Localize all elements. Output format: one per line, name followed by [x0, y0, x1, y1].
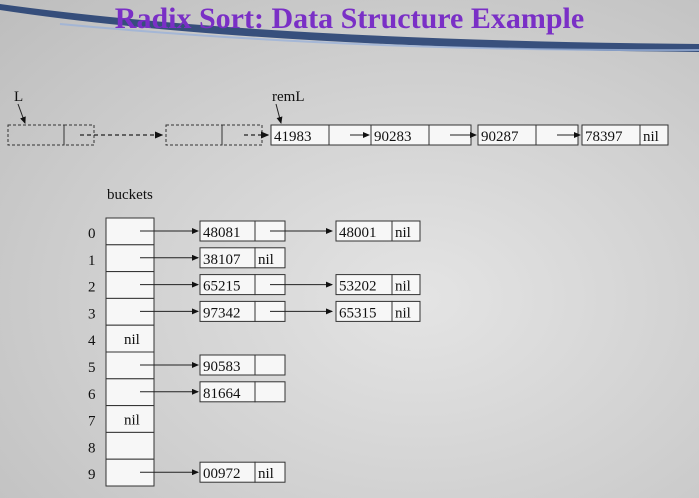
bucket-0-node-1-value: 48001	[339, 225, 377, 241]
buckets-label: buckets	[107, 187, 153, 203]
bucket-3-node-0-value: 97342	[203, 305, 241, 321]
bucket-index-2: 2	[88, 280, 96, 296]
list-head-pointer	[18, 104, 25, 123]
bucket-2-node-1-nil: nil	[395, 279, 411, 295]
list-node-3-value: 78397	[585, 129, 623, 145]
bucket-index-5: 5	[88, 360, 96, 376]
list-node-2-value: 90287	[481, 129, 519, 145]
bucket-3-node-1-value: 65315	[339, 305, 377, 321]
bucket-index-7: 7	[88, 414, 96, 430]
ghost-node-1-value	[8, 125, 64, 145]
bucket-5-node-0-pointer-cell	[255, 355, 285, 375]
bucket-index-3: 3	[88, 306, 96, 322]
list-node-0-value: 41983	[274, 129, 312, 145]
rem-list-pointer	[276, 104, 281, 123]
bucket-1-node-0-value: 38107	[203, 252, 241, 268]
list-head-label: L	[14, 89, 23, 105]
ghost-node-2-value	[166, 125, 222, 145]
bucket-3-node-1-nil: nil	[395, 305, 411, 321]
bucket-6-node-0-value: 81664	[203, 386, 241, 402]
bucket-index-1: 1	[88, 253, 96, 269]
bucket-0-node-1-nil: nil	[395, 225, 411, 241]
bucket-2-node-1-value: 53202	[339, 279, 377, 295]
bucket-nil-4: nil	[124, 332, 140, 348]
bucket-nil-7: nil	[124, 413, 140, 429]
list-node-3-nil: nil	[643, 129, 659, 145]
bucket-0-node-0-value: 48081	[203, 225, 241, 241]
bucket-index-6: 6	[88, 387, 96, 403]
bucket-index-8: 8	[88, 440, 96, 456]
bucket-9-node-0-nil: nil	[258, 466, 274, 482]
bucket-cell-8	[106, 432, 154, 459]
bucket-index-9: 9	[88, 467, 96, 483]
ghost-node-2-pointer	[222, 125, 262, 145]
bucket-index-4: 4	[88, 333, 96, 349]
bucket-5-node-0-value: 90583	[203, 359, 241, 375]
list-node-1-value: 90283	[374, 129, 412, 145]
rem-list-label: remL	[272, 89, 304, 105]
bucket-2-node-0-value: 65215	[203, 279, 241, 295]
bucket-6-node-0-pointer-cell	[255, 382, 285, 402]
bucket-1-node-0-nil: nil	[258, 252, 274, 268]
bucket-9-node-0-value: 00972	[203, 466, 241, 482]
bucket-index-0: 0	[88, 226, 96, 242]
